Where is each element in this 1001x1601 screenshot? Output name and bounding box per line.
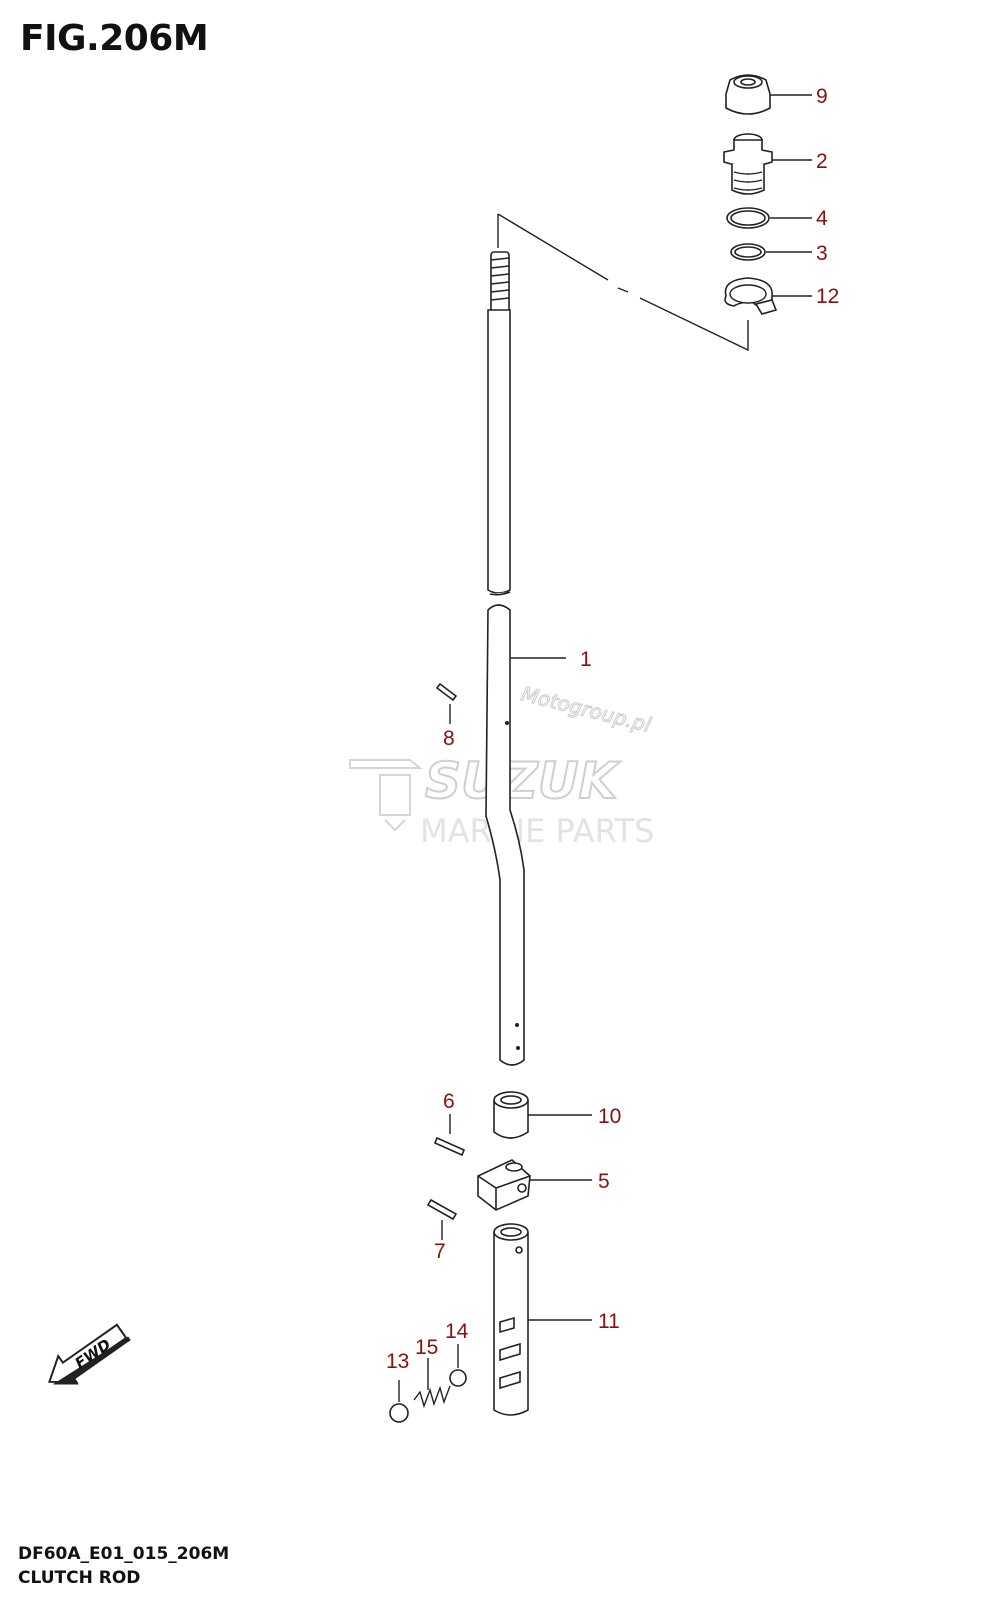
- part-8-pin: [435, 682, 458, 724]
- callout-13: 13: [386, 1350, 409, 1373]
- figure-code: DF60A_E01_015_206M: [18, 1544, 230, 1564]
- watermark-subtitle: MARINE PARTS: [420, 812, 654, 850]
- figure-title: FIG.206M: [20, 18, 209, 59]
- figure-name: CLUTCH ROD: [18, 1568, 141, 1588]
- callout-leaders: [510, 94, 812, 1321]
- callout-11: 11: [598, 1310, 620, 1333]
- part-10-collar: [493, 1091, 529, 1139]
- watermark-logo-icon: [349, 759, 423, 832]
- part-13-ball: [389, 1380, 409, 1423]
- callout-1: 1: [580, 648, 592, 671]
- callouts: 9 2 4 3 12 1 8 6 10 5 7 11 14 15 13: [386, 85, 839, 1373]
- part-7-pin: [426, 1198, 458, 1240]
- part-2-bushing: [723, 133, 773, 195]
- callout-14: 14: [445, 1320, 469, 1343]
- callout-8: 8: [443, 727, 455, 750]
- callout-7: 7: [434, 1240, 446, 1263]
- part-12-circlip: [724, 277, 778, 315]
- watermark-site: Motogroup.pl: [519, 682, 654, 737]
- watermark-brand: SUZUK: [425, 752, 620, 810]
- callout-3: 3: [816, 242, 828, 265]
- callout-4: 4: [816, 207, 828, 230]
- part-9-cap: [725, 74, 771, 115]
- callout-12: 12: [816, 285, 839, 308]
- assembly-line: [497, 213, 749, 352]
- part-6-pin: [433, 1114, 466, 1157]
- callout-6: 6: [443, 1090, 455, 1113]
- fwd-arrow-icon: FWD: [48, 1323, 131, 1385]
- part-1-clutch-rod: [485, 251, 525, 1066]
- part-3-o-ring: [730, 243, 766, 261]
- callout-10: 10: [598, 1105, 621, 1128]
- part-14-ball: [449, 1344, 467, 1387]
- part-5-block: [477, 1159, 531, 1211]
- callout-15: 15: [415, 1336, 438, 1359]
- callout-2: 2: [816, 150, 828, 173]
- part-11-shift-rod: [493, 1223, 529, 1416]
- part-15-spring: [413, 1358, 451, 1409]
- part-4-o-ring: [726, 207, 770, 229]
- callout-5: 5: [598, 1170, 610, 1193]
- callout-9: 9: [816, 85, 828, 108]
